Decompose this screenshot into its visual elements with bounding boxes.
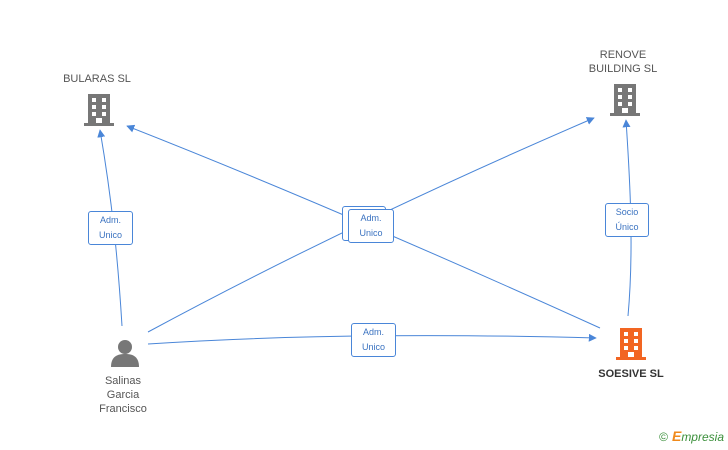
brand-initial: E [671,428,682,444]
edge-label-center: Adm. Unico [348,209,394,243]
copyright-icon: © [659,430,668,444]
building-icon-highlighted [616,328,646,360]
empresia-watermark: ©Empresia [659,428,724,444]
node-label-person[interactable]: Salinas Garcia Francisco [99,375,147,415]
edge-label-person-soesive: Adm. Unico [351,323,396,357]
edge-label-soesive-renove: Socio Único [605,203,649,237]
building-icon [610,84,640,116]
node-label-renove[interactable]: RENOVE BUILDING SL [588,49,658,75]
node-label-soesive[interactable]: SOESIVE SL [598,368,664,380]
node-label-bularas[interactable]: BULARAS SL [63,73,131,85]
brand-name: mpresia [681,430,724,444]
person-icon [111,340,139,367]
edge-label-person-bularas: Adm. Unico [88,211,133,245]
building-icon [84,94,114,126]
